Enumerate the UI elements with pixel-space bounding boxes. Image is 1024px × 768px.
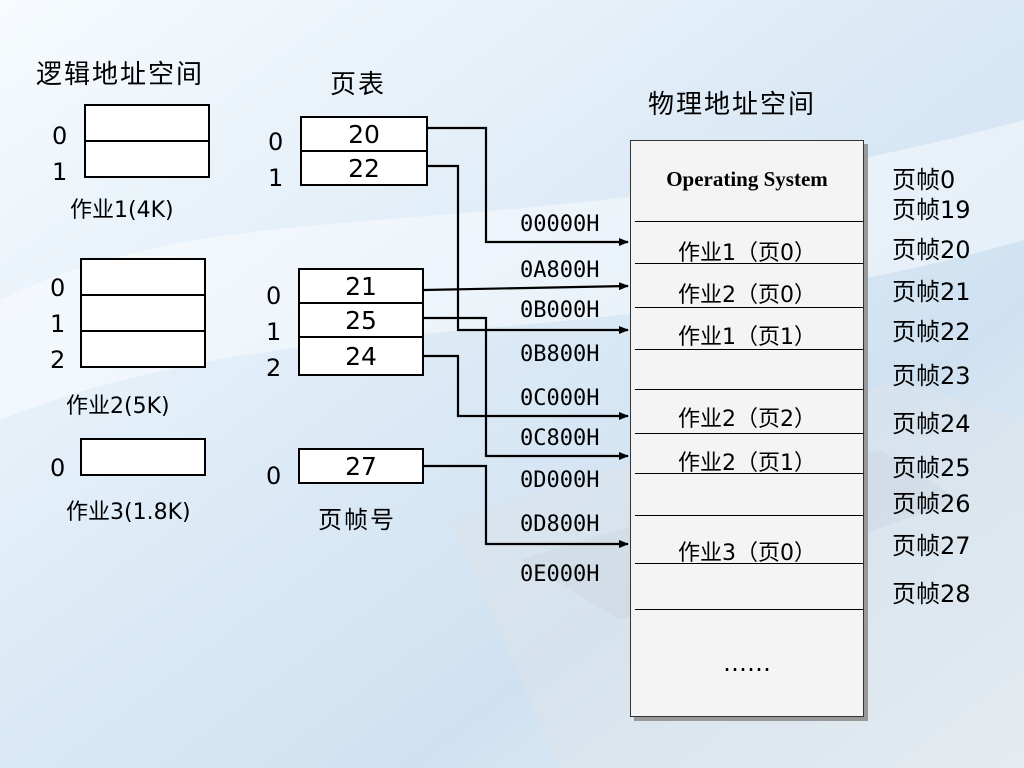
physical-space-title: 物理地址空间 xyxy=(648,90,817,120)
frame-label-0: 页帧0 xyxy=(892,166,956,194)
job2-label: 作业2(5K) xyxy=(66,394,170,419)
pt2-index-0: 0 xyxy=(266,282,282,310)
frame20-content: 作业1（页0） xyxy=(678,241,816,266)
address-0B800H: 0B800H xyxy=(520,342,600,367)
frame-divider xyxy=(635,563,863,564)
job1-page-0 xyxy=(84,104,210,142)
pt2-index-2: 2 xyxy=(266,354,282,382)
frame-label-27: 页帧27 xyxy=(892,532,971,560)
frame22-content: 作业1（页1） xyxy=(678,325,816,350)
os-region-label: Operating System xyxy=(666,167,828,191)
frame21-content: 作业2（页0） xyxy=(678,283,816,308)
frame-label-26: 页帧26 xyxy=(892,490,971,518)
address-0C000H: 0C000H xyxy=(520,386,600,411)
job3-page-0 xyxy=(80,438,206,476)
job1-index-0: 0 xyxy=(52,122,68,150)
pt1-index-0: 0 xyxy=(268,128,284,156)
job1-label: 作业1(4K) xyxy=(70,198,174,223)
pt3-index-0: 0 xyxy=(266,462,282,490)
frame-label-28: 页帧28 xyxy=(892,580,971,608)
frame-divider xyxy=(635,433,863,434)
frame-divider xyxy=(635,221,863,222)
job2-index-1: 1 xyxy=(50,310,66,338)
frame-divider xyxy=(635,473,863,474)
frame-label-21: 页帧21 xyxy=(892,278,971,306)
frame-divider xyxy=(635,609,863,610)
pt2-frame-1: 25 xyxy=(298,302,424,338)
frame-divider xyxy=(635,263,863,264)
logical-space-title: 逻辑地址空间 xyxy=(36,60,205,90)
frame-label-24: 页帧24 xyxy=(892,410,971,438)
frame25-content: 作业2（页1） xyxy=(678,451,816,476)
address-0C800H: 0C800H xyxy=(520,426,600,451)
pt2-index-1: 1 xyxy=(266,318,282,346)
job2-index-2: 2 xyxy=(50,346,66,374)
address-0E000H: 0E000H xyxy=(520,562,600,587)
job2-index-0: 0 xyxy=(50,274,66,302)
frame24-content: 作业2（页2） xyxy=(678,407,816,432)
frame-label-22: 页帧22 xyxy=(892,318,971,346)
job2-page-0 xyxy=(80,258,206,296)
pt3-frame-0: 27 xyxy=(298,448,424,484)
physical-memory-block: Operating System 作业1（页0） 作业2（页0） 作业1（页1）… xyxy=(630,140,864,717)
frame-label-25: 页帧25 xyxy=(892,454,971,482)
address-0B000H: 0B000H xyxy=(520,298,600,323)
job1-page-1 xyxy=(84,140,210,178)
pt1-frame-0: 20 xyxy=(300,116,428,152)
frame27-content: 作业3（页0） xyxy=(678,541,816,566)
job3-label: 作业3(1.8K) xyxy=(66,500,191,525)
pt2-frame-0: 21 xyxy=(298,268,424,304)
pt1-index-1: 1 xyxy=(268,164,284,192)
frame-divider xyxy=(635,515,863,516)
pt2-frame-2: 24 xyxy=(298,336,424,376)
job2-page-2 xyxy=(80,330,206,368)
job3-index-0: 0 xyxy=(50,454,66,482)
frame-label-20: 页帧20 xyxy=(892,236,971,264)
address-0D800H: 0D800H xyxy=(520,512,600,537)
memory-ellipsis: …… xyxy=(723,649,771,677)
pt1-frame-1: 22 xyxy=(300,150,428,186)
frame-divider xyxy=(635,349,863,350)
frame-label-23: 页帧23 xyxy=(892,362,971,390)
job1-index-1: 1 xyxy=(52,158,68,186)
frame-number-label: 页帧号 xyxy=(318,506,396,534)
address-0D000H: 0D000H xyxy=(520,468,600,493)
frame-divider xyxy=(635,307,863,308)
job2-page-1 xyxy=(80,294,206,332)
frame-label-19: 页帧19 xyxy=(892,196,971,224)
page-table-title: 页表 xyxy=(330,70,387,100)
address-00000H: 00000H xyxy=(520,212,600,237)
address-0A800H: 0A800H xyxy=(520,258,600,283)
frame-divider xyxy=(635,389,863,390)
